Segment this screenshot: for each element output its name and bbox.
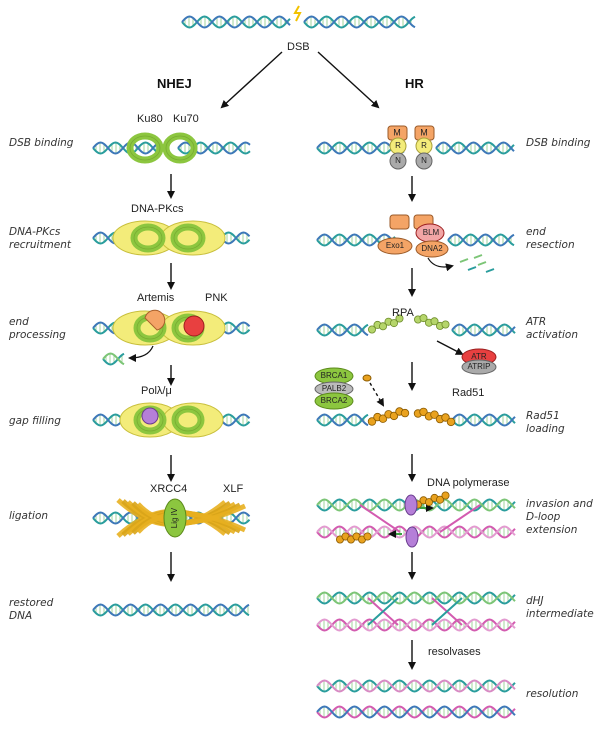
atrip-label: ATRIP <box>468 362 491 371</box>
dhj-bottom <box>316 618 516 632</box>
ku70-ring-4 <box>171 405 205 435</box>
nhej-step-gap-filling: gap filling <box>9 415 61 427</box>
nbs1-left <box>389 152 407 170</box>
hr-title: HR <box>405 76 424 91</box>
hr-dna-3-left <box>316 323 369 337</box>
nhej-restored-dna <box>92 603 250 617</box>
rad51-invasion-bottom <box>335 532 372 544</box>
palb2-label: PALB2 <box>322 384 347 393</box>
exo1-label: Exo1 <box>386 241 405 250</box>
hr-excised-fragments <box>459 254 495 273</box>
dhj-top <box>316 591 516 605</box>
exo1-blob <box>377 237 413 255</box>
nhej-step-end-processing: end processing <box>9 316 66 341</box>
arrow-to-hr <box>317 51 380 109</box>
atrip-blob <box>461 359 497 375</box>
blm-label: BLM <box>423 228 440 237</box>
dna2-label: DNA2 <box>421 244 443 253</box>
nhej-excised-fragment <box>102 352 125 366</box>
xrcc4-label: XRCC4 <box>150 483 188 495</box>
ku70-ring-2 <box>170 223 206 253</box>
dna-polymerase-label: DNA polymerase <box>427 477 510 489</box>
artemis-label: Artemis <box>137 292 175 304</box>
brca2-label: BRCA2 <box>321 396 348 405</box>
ku80-ring <box>126 132 164 164</box>
nhej-excised-arrow <box>128 345 154 362</box>
nhej-title: NHEJ <box>157 76 192 91</box>
brca2-blob <box>314 392 354 410</box>
m-label-right: M <box>420 127 428 137</box>
dna2-blob <box>415 240 449 258</box>
hr-dna-3-right <box>451 323 516 337</box>
polymerase-top <box>404 494 418 516</box>
pol-label: Polλ/μ <box>141 385 172 397</box>
nhej-step-dsb-binding: DSB binding <box>9 137 74 149</box>
r-label-left: R <box>395 141 401 150</box>
dloop-crossing <box>359 504 481 533</box>
resolvases-label: resolvases <box>428 646 481 658</box>
hr-dna-4-left <box>316 413 369 427</box>
atr-label: ATR <box>471 352 487 361</box>
top-dna-left <box>181 15 291 29</box>
hr-step-resolution: resolution <box>526 688 579 700</box>
pnk-blob <box>183 315 205 337</box>
polymerase-bottom <box>405 526 419 548</box>
rad51-beads-right <box>413 407 456 427</box>
nhej-step-restored-dna: restored DNA <box>9 597 54 622</box>
resolution-bottom <box>316 705 516 719</box>
nhej-step-ligation: ligation <box>9 510 49 522</box>
dsb-label: DSB <box>287 41 310 53</box>
rpa-beads-left <box>367 314 404 334</box>
xlf-label: XLF <box>223 483 244 495</box>
hr-step-invasion-dloop: invasion and D-loop extension <box>526 498 593 536</box>
resolution-top <box>316 679 516 693</box>
hr-dna-4-right <box>451 413 516 427</box>
m-label-left: M <box>393 127 401 137</box>
pnk-label: PNK <box>205 292 228 304</box>
arrow-to-atr <box>436 340 464 355</box>
hr-step-dhj-intermediate: dHJ intermediate <box>526 595 594 620</box>
lightning-bolt-icon <box>293 5 302 22</box>
ku80-ring-2 <box>130 223 166 253</box>
hr-step-atr-activation: ATR activation <box>526 316 579 341</box>
hr-dna-1-left <box>316 141 405 155</box>
hr-step-rad51-loading: Rad51 loading <box>526 410 565 435</box>
hr-dna-1-right <box>435 141 515 155</box>
pol-blob <box>141 407 159 425</box>
holliday-junctions <box>367 597 463 626</box>
lig4-label: Lig IV <box>170 507 179 528</box>
n-label-left: N <box>395 156 401 165</box>
hr-step-end-resection: end resection <box>526 226 575 251</box>
nbs1-right <box>415 152 433 170</box>
rad51-monomer <box>362 374 372 382</box>
ku80-label: Ku80 <box>137 113 163 125</box>
hr-excised-arrow <box>427 257 454 272</box>
n-label-right: N <box>421 156 427 165</box>
arrow-to-nhej <box>220 51 283 109</box>
lig4-blob <box>163 498 187 538</box>
rad51-label: Rad51 <box>452 387 485 399</box>
rpa-beads-right <box>413 314 450 330</box>
rpa-label: RPA <box>392 307 414 319</box>
nhej-dna-1-right <box>177 141 251 155</box>
r-label-right: R <box>421 141 427 150</box>
nhej-step-dnapkcs-recruitment: DNA-PKcs recruitment <box>9 226 72 251</box>
ku70-label: Ku70 <box>173 113 199 125</box>
artemis-pacman-icon <box>144 309 166 331</box>
rad51-beads-left <box>367 407 410 426</box>
hr-dna-2-right <box>447 233 515 247</box>
brca1-label: BRCA1 <box>321 371 348 380</box>
dnapkcs-label: DNA-PKcs <box>131 203 184 215</box>
brca-dashed-arrow <box>369 382 385 407</box>
top-dna-right <box>303 15 416 29</box>
ku70-ring <box>162 132 198 164</box>
hr-step-dsb-binding: DSB binding <box>526 137 591 149</box>
mrn-complex <box>387 125 435 170</box>
